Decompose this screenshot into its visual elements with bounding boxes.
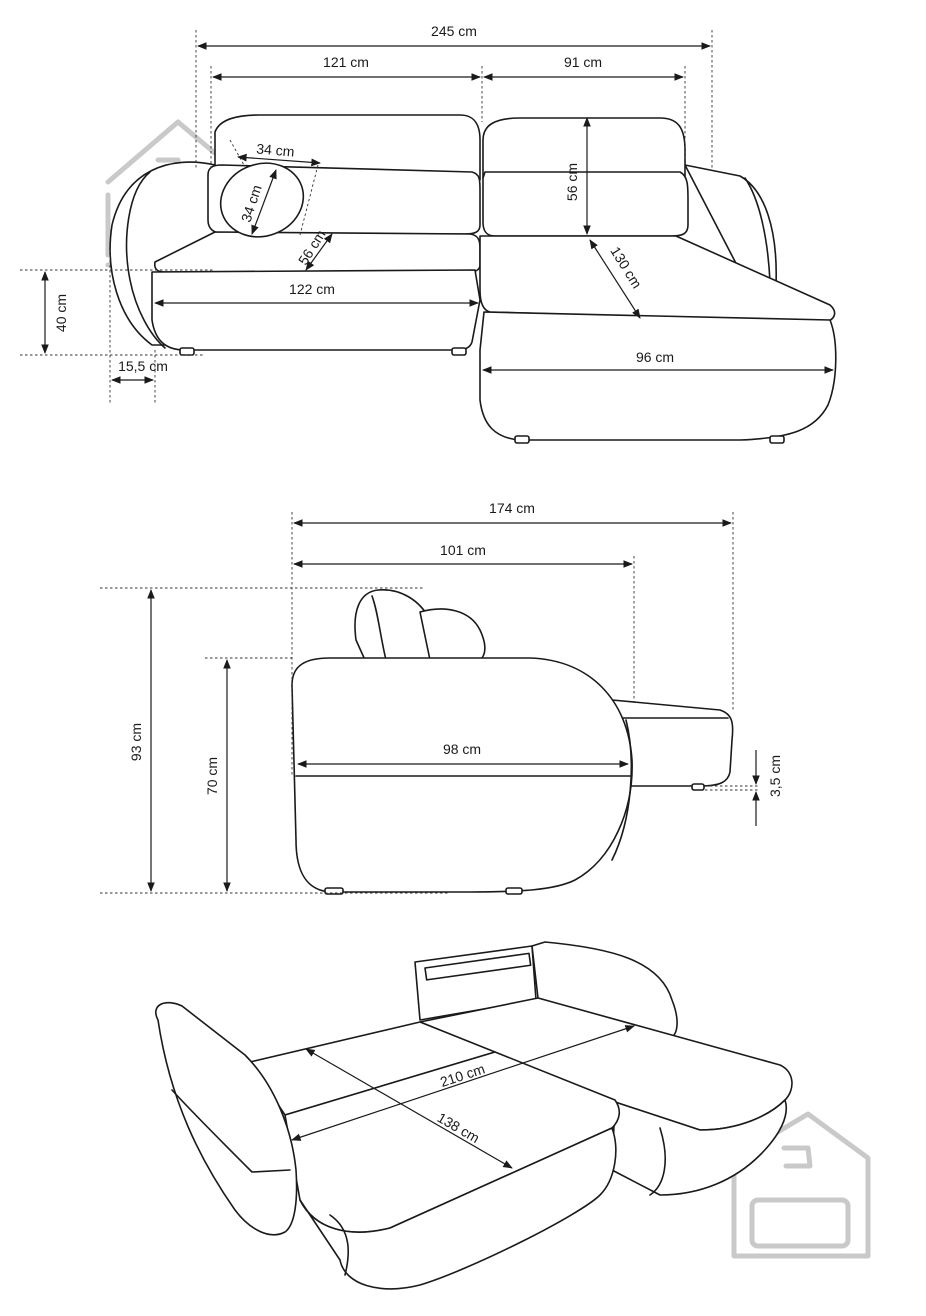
body-depth-label: 101 cm bbox=[440, 542, 486, 558]
seat-depth-label: 98 cm bbox=[443, 741, 481, 757]
top-view-dimensions bbox=[20, 30, 834, 405]
seat-width-left-label: 122 cm bbox=[289, 281, 335, 297]
back-height-label: 70 cm bbox=[204, 757, 220, 795]
overall-width-label: 245 cm bbox=[431, 23, 477, 39]
top-view-sofa bbox=[109, 114, 837, 444]
seat-height-label: 40 cm bbox=[53, 294, 69, 332]
left-section-width-label: 121 cm bbox=[323, 54, 369, 70]
armrest-width-label: 15,5 cm bbox=[118, 358, 168, 374]
footrest-gap-label: 3,5 cm bbox=[767, 755, 783, 797]
chaise-width-label: 96 cm bbox=[636, 349, 674, 365]
side-view-sofa bbox=[291, 589, 734, 895]
back-cushion-height-label: 56 cm bbox=[564, 163, 580, 201]
cushion-width-label: 34 cm bbox=[256, 140, 295, 159]
total-height-label: 93 cm bbox=[128, 723, 144, 761]
right-section-width-label: 91 cm bbox=[564, 54, 602, 70]
bed-view-dimensions bbox=[291, 1025, 635, 1169]
side-view-labels: 174 cm 101 cm 93 cm 70 cm 98 cm 3,5 cm bbox=[128, 500, 783, 797]
overall-depth-label: 174 cm bbox=[489, 500, 535, 516]
side-view-dimensions bbox=[100, 512, 760, 894]
bed-view-sofa bbox=[155, 941, 793, 1290]
